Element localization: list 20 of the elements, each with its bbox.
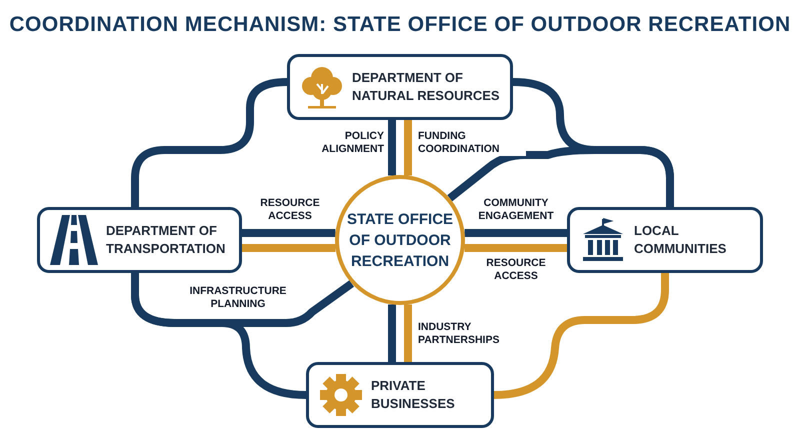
connector-line	[464, 229, 567, 237]
agency-name: PRIVATE BUSINESSES	[371, 377, 456, 413]
agency-name: LOCAL COMMUNITIES	[634, 222, 728, 258]
agency-box	[306, 362, 494, 428]
edge-label: FUNDING COORDINATION	[416, 130, 526, 156]
connector-line	[242, 229, 336, 237]
connector-line	[388, 304, 396, 362]
hub-label: STATE OFFICE OF OUTDOOR RECREATION	[346, 210, 454, 272]
agency-box	[567, 207, 763, 273]
connector-line	[388, 120, 396, 176]
connector-line	[242, 244, 336, 252]
agency-name: DEPARTMENT OF NATURAL RESOURCES	[352, 69, 500, 105]
agency-box	[287, 54, 513, 120]
connector-line	[464, 244, 567, 252]
agency-box	[37, 207, 242, 273]
connector-line	[404, 304, 412, 362]
connector-line	[404, 120, 412, 176]
title: COORDINATION MECHANISM: STATE OFFICE OF OUTDOOR RECREATION	[8, 12, 792, 38]
agency-name: DEPARTMENT OF TRANSPORTATION	[106, 222, 226, 258]
connector-line	[494, 273, 669, 399]
